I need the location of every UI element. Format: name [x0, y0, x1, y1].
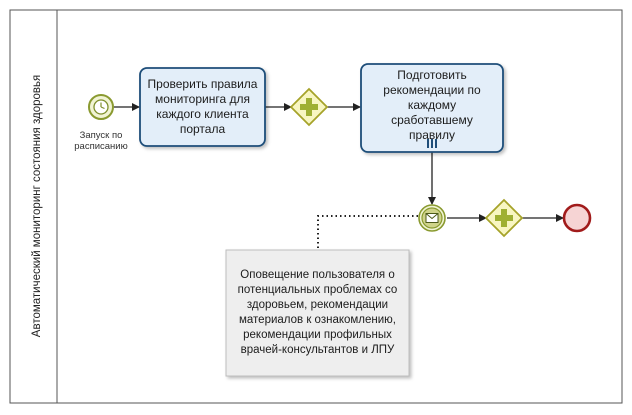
- parallel-gateway-1[interactable]: [289, 87, 329, 127]
- annotation-association: [317, 215, 418, 250]
- start-event-label: Запуск по расписанию: [66, 130, 136, 152]
- multi-instance-icon: [427, 139, 437, 148]
- end-event[interactable]: [562, 203, 592, 233]
- annotation-box: [225, 249, 410, 377]
- start-event-label-line1: Запуск по: [79, 130, 123, 141]
- start-timer-event[interactable]: [88, 94, 114, 120]
- message-event[interactable]: [418, 204, 446, 232]
- parallel-gateway-icon: [495, 209, 513, 227]
- envelope-icon: [425, 213, 439, 223]
- annotation-text: Оповещение пользователя о потенциальных …: [237, 269, 398, 356]
- parallel-gateway-2[interactable]: [484, 198, 524, 238]
- start-event-label-line2: расписанию: [74, 141, 128, 152]
- parallel-gateway-icon: [300, 98, 318, 116]
- task1-label: Проверить правила мониторинга для каждог…: [147, 77, 258, 136]
- task2-label: Подготовить рекомендации по каждому сраб…: [383, 67, 481, 142]
- task1-box[interactable]: [139, 67, 266, 147]
- task2-box[interactable]: [360, 63, 504, 153]
- lane-label: Автоматический мониторинг состояния здор…: [31, 75, 43, 337]
- timer-icon: [93, 99, 109, 115]
